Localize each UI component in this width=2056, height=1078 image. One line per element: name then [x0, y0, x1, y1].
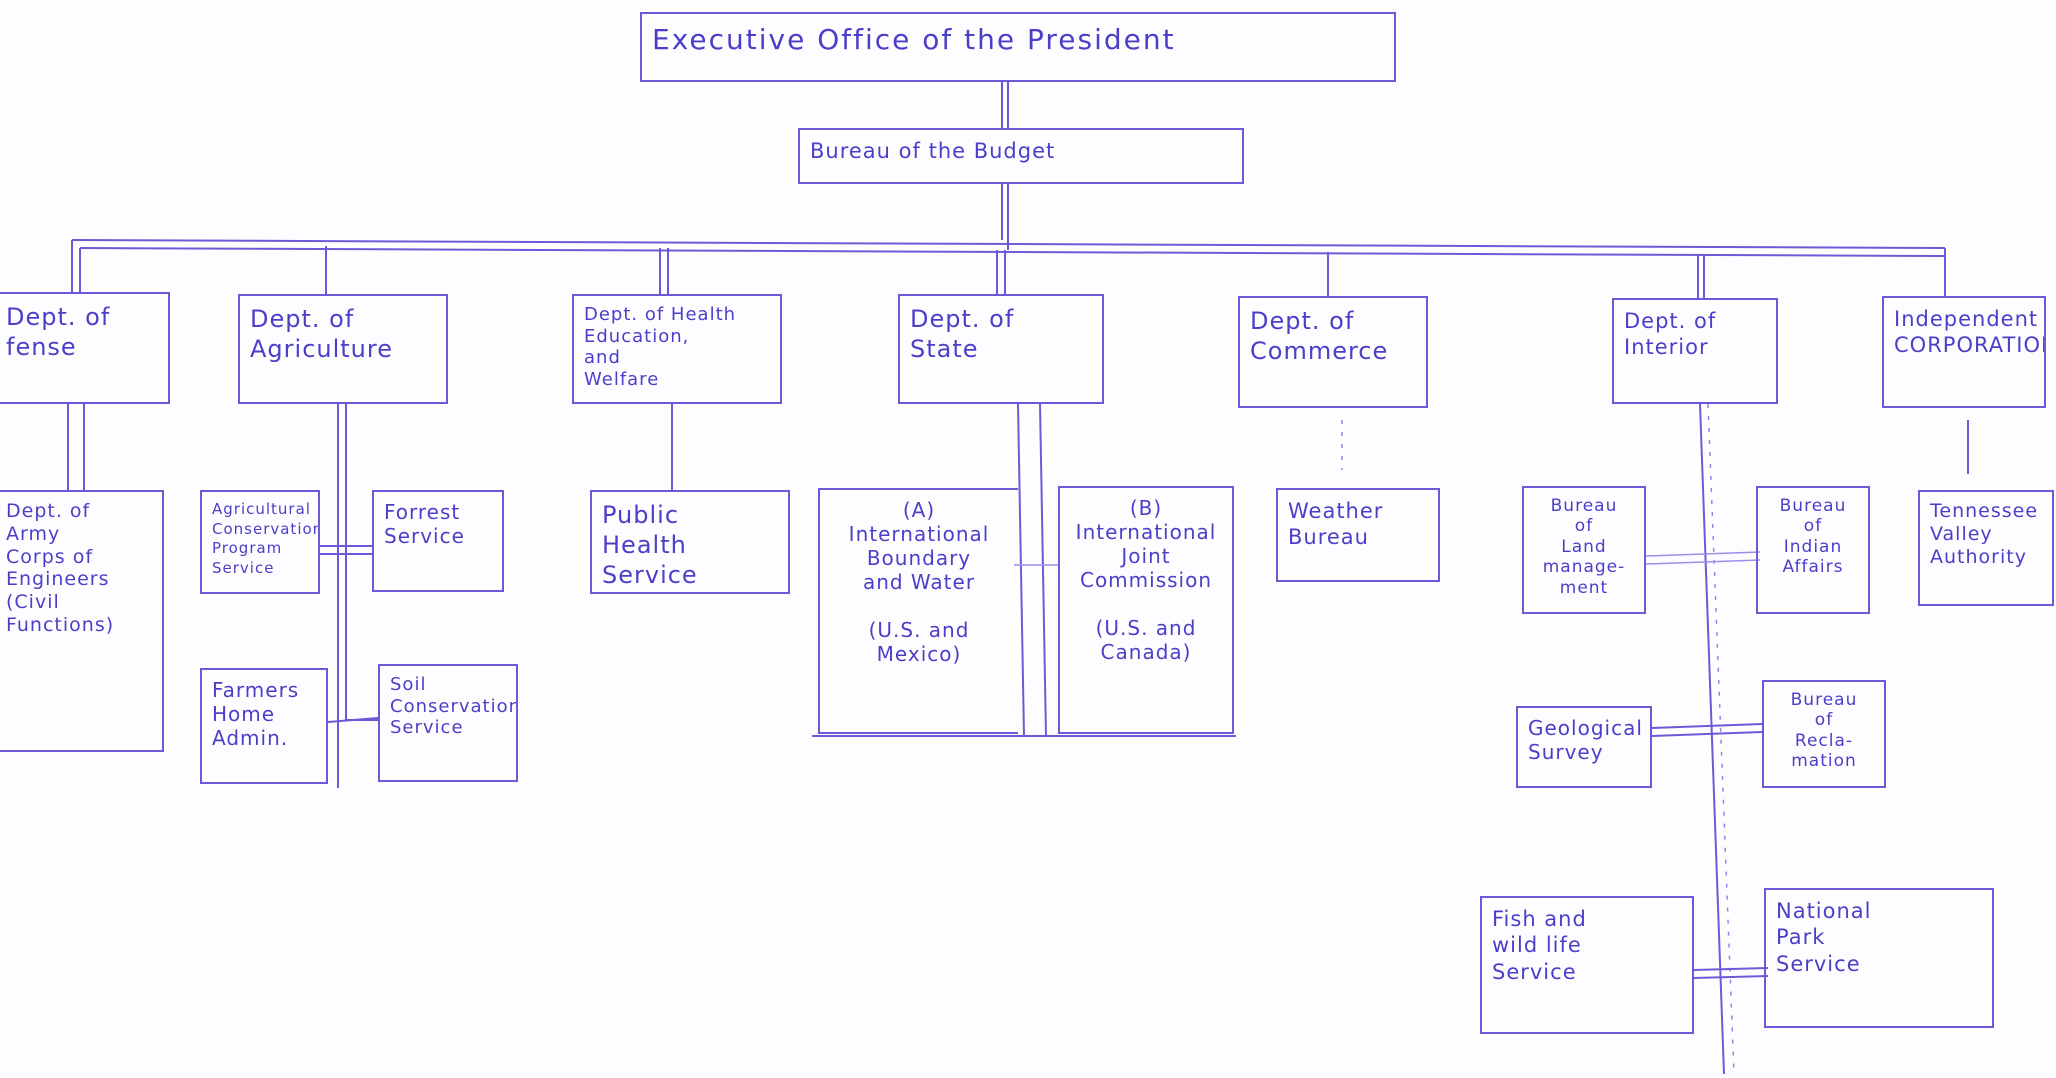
army-corps-box: Dept. of Army Corps of Engineers (Civil … — [0, 490, 164, 752]
farmers-home-box: Farmers Home Admin. — [200, 668, 328, 784]
executive-office-box: Executive Office of the President — [640, 12, 1396, 82]
dept-hew-box: Dept. of Health Education, and Welfare — [572, 294, 782, 404]
dept-interior-box: Dept. of Interior — [1612, 298, 1778, 404]
fish-wildlife-box: Fish and wild life Service — [1480, 896, 1694, 1034]
weather-bureau-box: Weather Bureau — [1276, 488, 1440, 582]
reclamation-box: Bureau of Recla- mation — [1762, 680, 1886, 788]
forrest-service-box: Forrest Service — [372, 490, 504, 592]
dept-independent-box: Independent CORPORATION — [1882, 296, 2046, 408]
tva-box: Tennessee Valley Authority — [1918, 490, 2054, 606]
agricultural-conservation-box: Agricultural Conservation Program Servic… — [200, 490, 320, 594]
dept-state-box: Dept. of State — [898, 294, 1104, 404]
soil-conservation-box: Soil Conservation Service — [378, 664, 518, 782]
dept-agriculture-box: Dept. of Agriculture — [238, 294, 448, 404]
indian-affairs-box: Bureau of Indian Affairs — [1756, 486, 1870, 614]
public-health-box: Public Health Service — [590, 490, 790, 594]
national-park-box: National Park Service — [1764, 888, 1994, 1028]
dept-commerce-box: Dept. of Commerce — [1238, 296, 1428, 408]
intl-boundary-box: (A) International Boundary and Water (U.… — [818, 488, 1018, 734]
intl-joint-commission-box: (B) International Joint Commission (U.S.… — [1058, 486, 1234, 734]
land-management-box: Bureau of Land manage- ment — [1522, 486, 1646, 614]
bureau-of-budget-box: Bureau of the Budget — [798, 128, 1244, 184]
geological-survey-box: Geological Survey — [1516, 706, 1652, 788]
dept-defense-box: Dept. of fense — [0, 292, 170, 404]
